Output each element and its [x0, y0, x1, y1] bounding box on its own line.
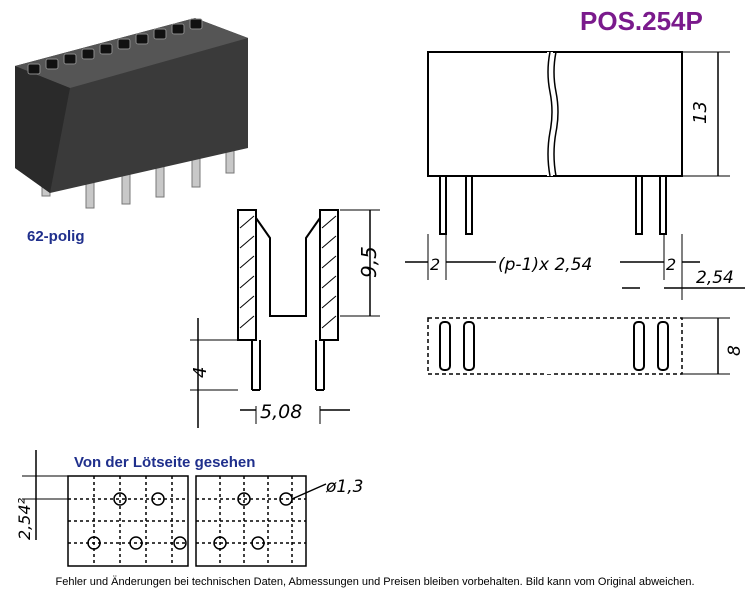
- pitch-dimension: 2,54: [696, 268, 734, 288]
- connector-photo: [15, 18, 248, 209]
- solder-side-grid: 2,54² ø1,3: [15, 450, 363, 567]
- contact-height-dimension: 9,5: [357, 246, 381, 278]
- pitch-edge-left: 2: [430, 255, 440, 274]
- pin-spacing-dimension: 5,08: [260, 401, 302, 423]
- front-view-drawing: 13 2 (p-1)x 2,54 2 2,54 8: [405, 51, 745, 375]
- cross-section-drawing: 9,5 4 5,08: [190, 209, 381, 428]
- width-dimension: 8: [725, 345, 745, 356]
- pitch-edge-right: 2: [666, 255, 676, 274]
- solder-side-label: Von der Lötseite gesehen: [74, 454, 256, 471]
- product-code: POS.254P: [580, 6, 703, 36]
- pin-length-dimension: 4: [190, 367, 211, 378]
- hole-diameter-dimension: ø1,3: [325, 477, 363, 497]
- grid-dimension: 2,54²: [15, 497, 34, 540]
- height-dimension: 13: [690, 101, 711, 124]
- disclaimer-text: Fehler und Änderungen bei technischen Da…: [55, 576, 695, 588]
- pin-count-label: 62-polig: [27, 228, 85, 245]
- pitch-formula: (p-1)x 2,54: [498, 255, 592, 275]
